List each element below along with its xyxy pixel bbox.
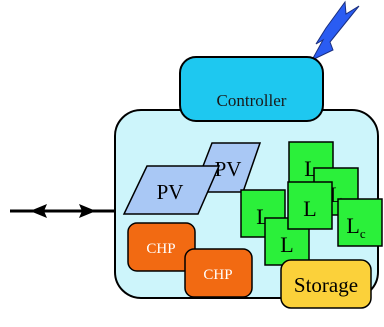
load-label: L: [303, 196, 316, 221]
chp-label: CHP: [146, 241, 175, 257]
pv-label-front: PV: [157, 180, 184, 204]
load-label: L: [280, 232, 293, 257]
load-block: L: [287, 181, 333, 230]
load-label-lc: Lc: [346, 213, 365, 241]
load-block-lc: Lc: [337, 198, 383, 247]
chp-unit: CHP: [127, 222, 196, 272]
storage-block: Storage: [280, 259, 372, 309]
lightning-bolt-icon: [310, 0, 360, 62]
chp-label: CHP: [203, 267, 232, 283]
pv-label-back: PV: [215, 157, 242, 181]
controller-box[interactable]: Controller: [179, 56, 324, 122]
load-label-lc-sub: c: [360, 226, 366, 241]
storage-label: Storage: [294, 273, 358, 297]
load-label-lc-main: L: [346, 213, 359, 238]
pv-panel-front: PV: [122, 165, 221, 215]
controller-label: Controller: [217, 91, 287, 110]
chp-unit: CHP: [184, 248, 253, 298]
bidirectional-arrow-icon: [10, 204, 118, 218]
